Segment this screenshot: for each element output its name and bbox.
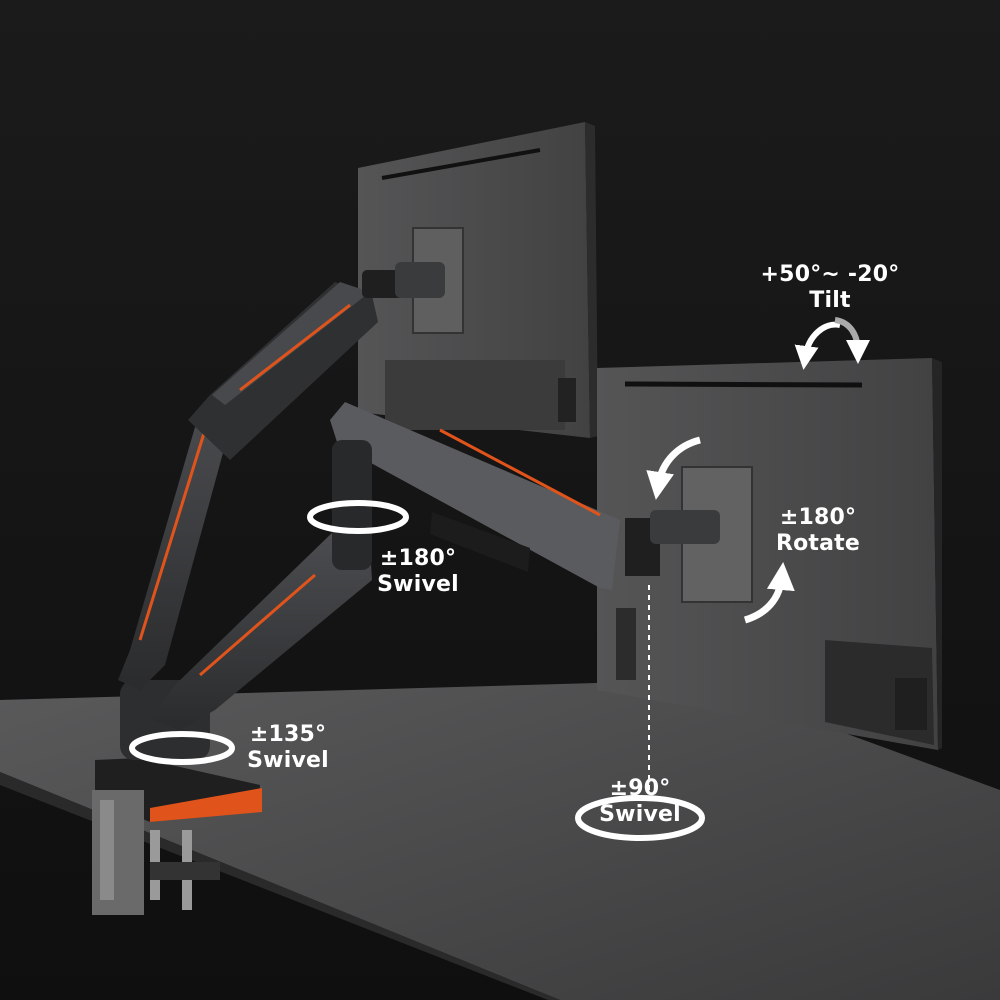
rotate-range: ±180° (779, 505, 857, 530)
monitor-swivel-annotation: ±90° Swivel (590, 776, 690, 828)
lower-arm (150, 402, 720, 730)
tilt-arrow-icon-2 (834, 317, 870, 364)
rotate-annotation: ±180° Rotate (768, 505, 868, 557)
rotate-arrow-top-icon (646, 436, 701, 500)
arm-swivel-arrow-icon (307, 500, 409, 534)
monitor-swivel-arrow-icon (575, 795, 705, 841)
arm-swivel-label: Swivel (377, 572, 459, 597)
arm-swivel-annotation: ±180° Swivel (368, 546, 468, 598)
monitor-swivel-label: Swivel (599, 802, 681, 827)
tilt-arrow-icon (794, 321, 841, 370)
upper-arm (118, 262, 445, 690)
rotate-arrow-bottom-icon (743, 562, 795, 624)
arm-swivel-range: ±180° (379, 546, 457, 571)
base-swivel-annotation: ±135° Swivel (238, 722, 338, 774)
tilt-annotation: +50°~ -20° Tilt (760, 262, 900, 314)
desk-top (0, 680, 1000, 1000)
base-swivel-range: ±135° (249, 722, 327, 747)
base-swivel-label: Swivel (247, 748, 329, 773)
base-swivel-arrow-icon (129, 731, 235, 765)
monitor-swivel-range: ±90° (609, 776, 671, 801)
rotate-label: Rotate (775, 531, 861, 556)
tilt-label: Tilt (809, 288, 851, 313)
tilt-range: +50°~ -20° (760, 262, 900, 287)
